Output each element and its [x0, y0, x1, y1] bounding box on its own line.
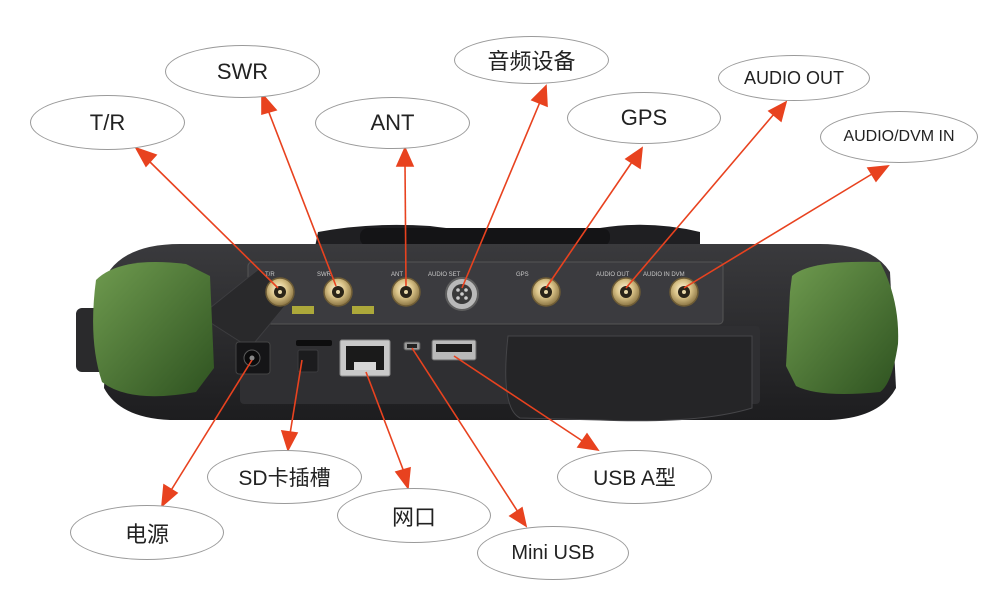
callout-arrows [134, 84, 890, 528]
arrow-ant [395, 146, 415, 287]
arrow-network [365, 371, 411, 491]
callout-gps: GPS [567, 92, 721, 144]
audio-out-connector[interactable] [611, 277, 641, 307]
callout-usb-a: USB A型 [557, 450, 712, 504]
arrow-audio-dvm-in [683, 165, 890, 289]
usb-a-port[interactable] [431, 339, 477, 361]
panel-label-audio-out: AUDIO OUT [596, 272, 630, 278]
arrow-swr [261, 91, 337, 287]
panel-label-swr: SWR [317, 272, 332, 278]
right-bumper [786, 261, 899, 394]
callout-audio-dvm-in: AUDIO/DVM IN [820, 111, 978, 163]
callout-audio-out: AUDIO OUT [718, 55, 870, 101]
arrow-power [161, 359, 253, 508]
bnc-connectors [265, 277, 699, 311]
callout-power: 电源 [70, 505, 224, 560]
swr-connector[interactable] [323, 277, 353, 307]
tr-connector[interactable] [265, 277, 295, 307]
panel-label-audio-in: AUDIO IN DVM [643, 272, 685, 278]
callout-audio-device: 音频设备 [454, 36, 609, 84]
arrow-audio-out [625, 100, 788, 289]
callout-mini-usb: Mini USB [477, 526, 629, 580]
callout-swr: SWR [165, 45, 320, 98]
panel-label-audio-set: AUDIO SET [428, 272, 461, 278]
mini-usb-port[interactable] [403, 341, 421, 351]
audio-set-connector[interactable] [445, 277, 479, 311]
power-jack[interactable] [235, 341, 271, 375]
arrow-audio-device [461, 84, 548, 289]
callout-tr: T/R [30, 95, 185, 150]
arrow-tr [134, 146, 279, 289]
arrow-mini-usb [411, 347, 528, 528]
panel-label-ant: ANT [391, 272, 403, 278]
panel-labels: T/R SWR ANT AUDIO SET GPS AUDIO OUT AUDI… [265, 272, 685, 278]
lower-ports [235, 339, 477, 377]
callout-network: 网口 [337, 488, 491, 543]
gps-connector[interactable] [531, 277, 561, 307]
panel-label-gps: GPS [516, 272, 529, 278]
panel-label-tr: T/R [265, 272, 275, 278]
callout-sd-slot: SD卡插槽 [207, 450, 362, 504]
arrow-gps [545, 146, 643, 289]
left-bumper [93, 262, 214, 397]
ethernet-port[interactable] [339, 339, 391, 377]
ant-connector[interactable] [391, 277, 421, 307]
sd-card-slot[interactable] [296, 340, 332, 373]
callout-ant: ANT [315, 97, 470, 149]
arrow-usb-a [453, 355, 600, 452]
audio-in-connector[interactable] [669, 277, 699, 307]
arrow-sd [280, 359, 303, 453]
